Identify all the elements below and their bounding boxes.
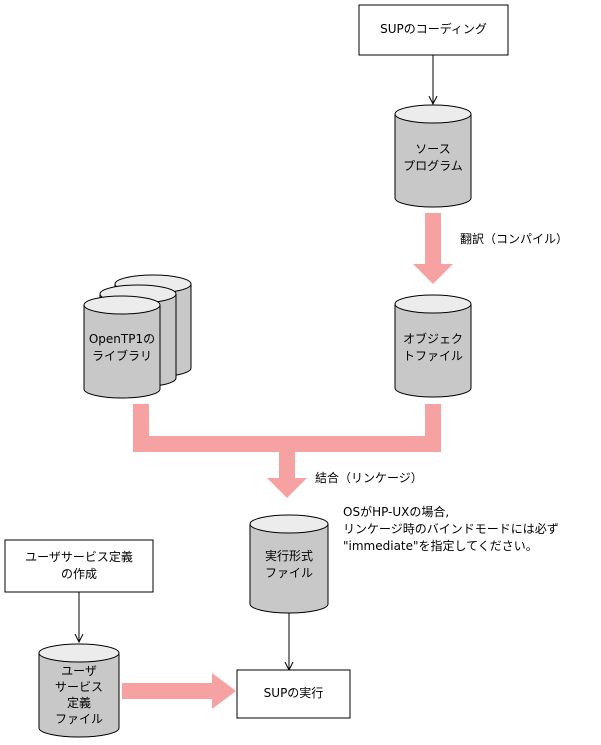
user-service-def-create-box [4, 539, 154, 593]
user-service-def-create-line-1: ユーザサービス定義 [25, 550, 133, 564]
hpux-note-line-1: OSがHP-UXの場合, [343, 505, 450, 519]
user-service-def-file-label: ユーザ サービス 定義 ファイル [39, 663, 119, 727]
link-merge-arrow [133, 404, 441, 498]
object-file-line-1: オブジェク [402, 332, 463, 346]
executable-file-line-1: 実行形式 [264, 549, 313, 563]
compile-label: 翻訳（コンパイル） [460, 232, 569, 246]
sup-coding-label: SUPのコーディング [380, 22, 487, 36]
link-label: 結合（リンケージ） [315, 471, 423, 485]
openTP1-library-label: OpenTP1の ライブラリ [84, 331, 160, 365]
userdef-to-run-arrow [122, 673, 236, 709]
sup-coding-box [358, 4, 509, 56]
user-service-def-create-line-2: の作成 [60, 567, 97, 581]
user-service-def-file-line-3: 定義 [66, 696, 91, 710]
object-file-label: オブジェク トファイル [395, 331, 471, 365]
user-service-def-create-label: ユーザサービス定義 の作成 [5, 549, 153, 583]
user-service-def-file-cylinder [38, 643, 120, 738]
sup-execution-label: SUPの実行 [263, 686, 324, 700]
hpux-note-line-3: "immediate"を指定してください。 [343, 539, 538, 553]
sup-execution-box [236, 669, 351, 719]
source-program-label: ソース プログラム [395, 141, 471, 175]
openTP1-library-line-1: OpenTP1の [88, 332, 156, 346]
source-program-cylinder [394, 104, 472, 208]
hpux-note: OSがHP-UXの場合, リンケージ時のバインドモードには必ず "immedia… [343, 504, 559, 555]
executable-file-line-2: ファイル [264, 566, 313, 580]
object-file-line-2: トファイル [402, 349, 463, 363]
executable-file-cylinder [249, 514, 329, 614]
user-service-def-file-line-2: サービス [54, 680, 103, 694]
executable-file-label: 実行形式 ファイル [250, 548, 328, 582]
source-program-line-2: プログラム [403, 159, 463, 173]
user-service-def-file-line-4: ファイル [54, 712, 103, 726]
object-file-cylinder [394, 294, 472, 398]
openTP1-library-line-2: ライブラリ [91, 349, 152, 363]
hpux-note-line-2: リンケージ時のバインドモードには必ず [343, 522, 559, 536]
user-service-def-file-line-1: ユーザ [61, 664, 97, 678]
source-program-line-1: ソース [415, 142, 451, 156]
compile-arrow [413, 213, 453, 284]
library-cylinder-front [83, 295, 161, 399]
